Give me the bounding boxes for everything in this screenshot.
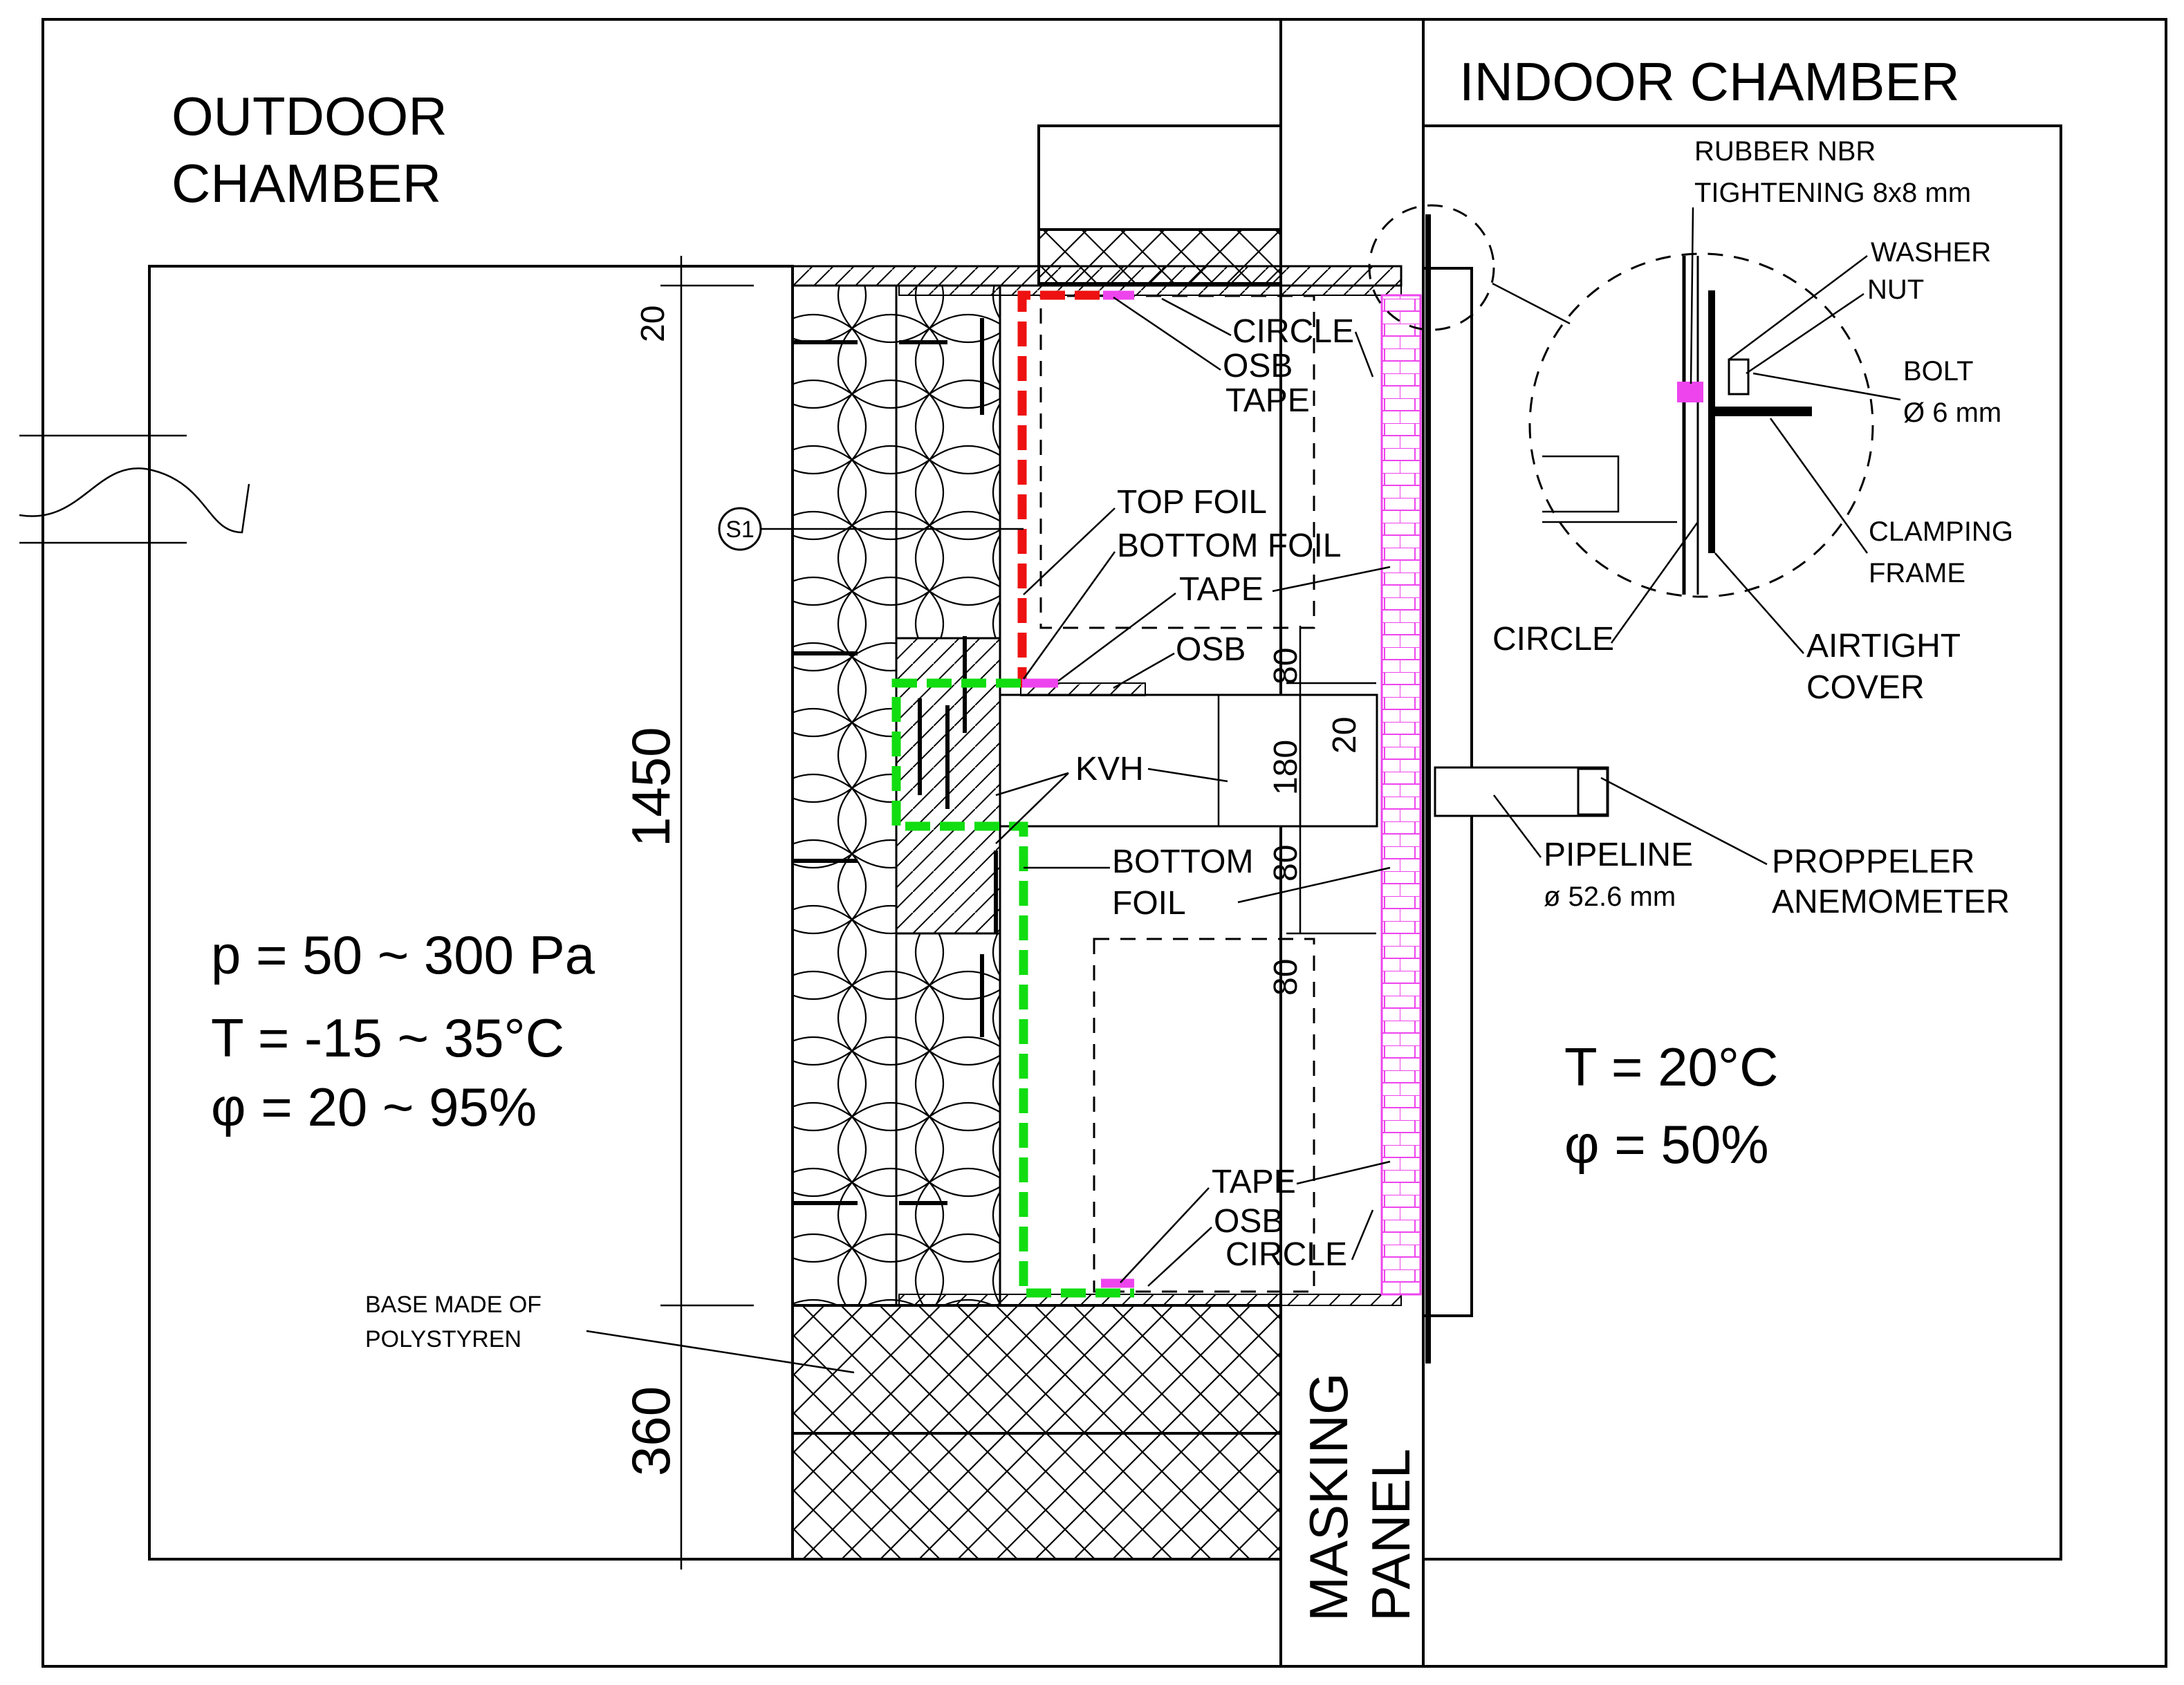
label-anemometer-line2: ANEMOMETER	[1772, 884, 2010, 920]
indoor-humidity: φ = 50%	[1564, 1114, 1769, 1175]
masking-panel-line1: MASKING	[1298, 1372, 1359, 1621]
insulation-inner-bottom	[895, 932, 1001, 1307]
outdoor-title-line2: CHAMBER	[172, 153, 441, 214]
detail-source-circle	[1368, 204, 1495, 331]
outdoor-title-line1: OUTDOOR	[172, 86, 447, 147]
dim-20-beam: 20	[1326, 717, 1363, 754]
section-marker: S1	[725, 516, 755, 543]
label-bottom-foil-top: BOTTOM FOIL	[1117, 528, 1341, 564]
sheet-border	[41, 18, 2167, 1668]
indoor-box	[1422, 124, 2062, 1561]
brick-wall	[1380, 294, 1422, 1296]
base-polystyrene-lower	[791, 1432, 1282, 1561]
label-tape-top: TAPE	[1225, 382, 1310, 419]
inner-lining-top	[898, 285, 1402, 296]
label-leaders	[995, 296, 1768, 1287]
detail-rubber-line2: TIGHTENING 8x8 mm	[1694, 178, 1971, 208]
detail-clamping-line1: CLAMPING	[1869, 516, 2013, 547]
wall-outer-layer	[791, 265, 1403, 287]
dim-1450: 1450	[620, 727, 681, 847]
label-osb-mid: OSB	[1176, 631, 1246, 668]
detail-clamping-line2: FRAME	[1869, 558, 1965, 588]
detail-airtight-line1: AIRTIGHT	[1806, 628, 1961, 664]
label-pipeline-line2: ø 52.6 mm	[1544, 882, 1676, 912]
detail-airtight-line2: COVER	[1806, 669, 1925, 706]
label-circle-bottom: CIRCLE	[1225, 1236, 1347, 1273]
label-osb-bottom: OSB	[1214, 1203, 1284, 1240]
detail-leaders	[1610, 207, 1901, 654]
base-label-line1: BASE MADE OF	[365, 1292, 542, 1318]
wind-wave-symbol	[19, 434, 250, 544]
label-pipeline-line1: PIPELINE	[1544, 837, 1693, 873]
label-bottom-foil-line2: FOIL	[1112, 885, 1186, 922]
outdoor-humidity: φ = 20 ~ 95%	[211, 1077, 537, 1137]
detail-content	[1542, 256, 1812, 595]
top-masking-block	[1037, 124, 1282, 231]
detail-connector	[1492, 282, 1571, 325]
dim-180: 180	[1268, 740, 1304, 795]
label-kvh: KVH	[1075, 751, 1144, 788]
label-tape-bottom: TAPE	[1212, 1164, 1296, 1200]
green-bottom-foil	[891, 678, 1134, 1298]
dim-20: 20	[635, 306, 672, 342]
fasteners	[793, 318, 998, 1205]
dim-80-mid: 80	[1268, 845, 1304, 882]
masking-panel-line2: PANEL	[1360, 1449, 1421, 1621]
detail-rubber-line1: RUBBER NBR	[1694, 136, 1876, 167]
dim-80-top: 80	[1268, 648, 1304, 685]
inner-lining-bottom	[898, 1294, 1402, 1306]
base-label-line2: POLYSTYREN	[365, 1326, 521, 1352]
outdoor-box	[148, 265, 794, 1561]
dimension-lines	[660, 256, 1376, 1570]
insulation-outer	[791, 284, 898, 1307]
detail-bolt-line2: Ø 6 mm	[1903, 398, 2001, 428]
detail-bolt-line1: BOLT	[1903, 356, 1974, 387]
base-leader	[586, 1330, 855, 1374]
outdoor-temperature: T = -15 ~ 35°C	[211, 1007, 564, 1068]
detail-nut: NUT	[1867, 274, 1924, 305]
label-anemometer-line1: PROPPELER	[1772, 844, 1974, 880]
detail-magnified-circle	[1528, 252, 1874, 598]
propeller-anemometer	[1577, 767, 1609, 816]
label-top-foil: TOP FOIL	[1117, 484, 1267, 521]
label-circle-top: CIRCLE	[1232, 313, 1354, 350]
label-bottom-foil-line1: BOTTOM	[1112, 844, 1253, 880]
label-osb-top: OSB	[1223, 348, 1293, 384]
insulation-inner-top	[895, 284, 1001, 640]
dim-360: 360	[620, 1386, 681, 1476]
base-polystyrene-upper	[791, 1304, 1282, 1435]
outdoor-pressure: p = 50 ~ 300 Pa	[211, 924, 595, 985]
hidden-outline-top	[1039, 295, 1315, 629]
dim-80-bottom: 80	[1268, 959, 1304, 996]
indoor-temperature: T = 20°C	[1564, 1036, 1778, 1097]
detail-circle: CIRCLE	[1492, 621, 1614, 658]
hidden-outline-bottom	[1093, 938, 1315, 1293]
pipeline	[1434, 766, 1609, 817]
indoor-title: INDOOR CHAMBER	[1459, 51, 1960, 112]
detail-washer: WASHER	[1871, 237, 1991, 268]
label-tape-mid: TAPE	[1179, 571, 1264, 608]
kvh-beam	[999, 693, 1378, 828]
